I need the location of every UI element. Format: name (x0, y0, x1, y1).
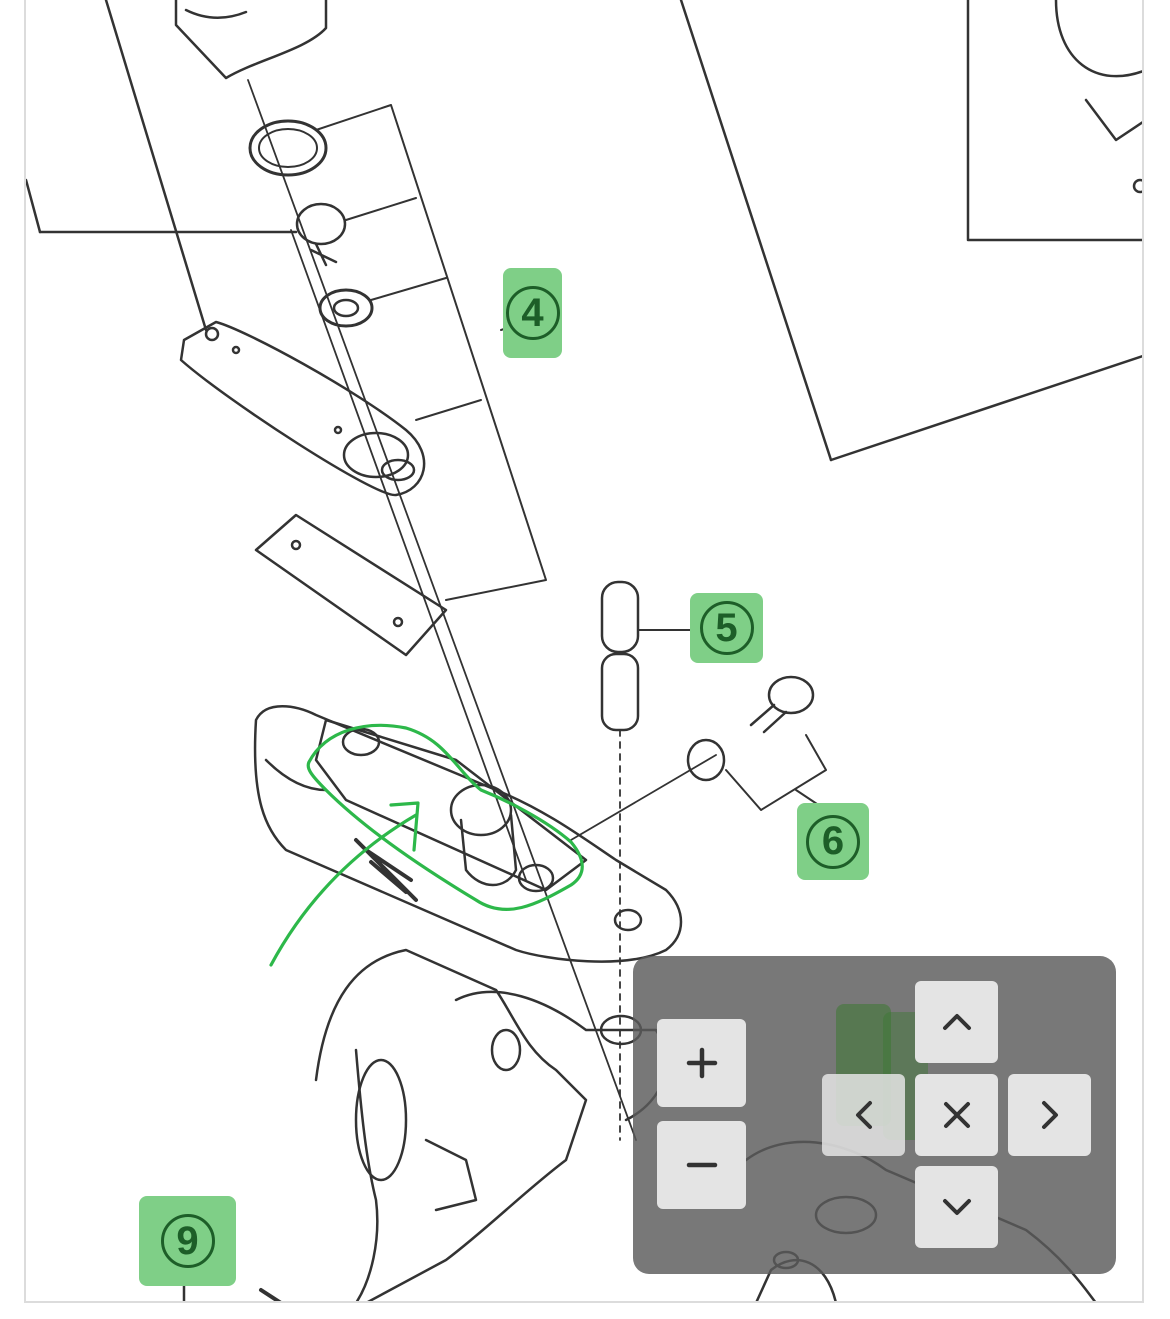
assembly-axis (290, 229, 527, 881)
body-top (314, 718, 588, 892)
pan-left-button[interactable] (822, 1074, 905, 1156)
minus-icon (686, 1162, 717, 1168)
leader-line (345, 197, 417, 221)
pan-up-button[interactable] (915, 981, 998, 1063)
screw-head (767, 675, 815, 715)
callout-number-4: 4 (505, 286, 560, 340)
body-hole (613, 908, 643, 932)
clamp-bolt (259, 1288, 282, 1301)
body-edge (264, 758, 328, 792)
clamp-inner (354, 1048, 379, 1301)
piston (459, 813, 518, 887)
image-navigation-controls (633, 956, 1116, 1274)
clamp (314, 948, 588, 1301)
plus-icon (686, 1047, 717, 1079)
screw-top (517, 863, 555, 893)
callout-5: 5 (690, 593, 763, 663)
bolt-head (295, 202, 347, 246)
outline-line (104, 0, 208, 332)
outline-line (679, 0, 833, 462)
close-icon (943, 1102, 970, 1128)
inset-hole (1132, 178, 1142, 194)
inset-part (1054, 0, 1142, 78)
callout-4: 4 (503, 268, 562, 358)
reservoir-part (184, 8, 248, 19)
callout-number-6: 6 (806, 814, 860, 869)
inset-part (1084, 98, 1142, 142)
clamp-slot (354, 1058, 408, 1182)
piston-cap (449, 783, 513, 837)
clamp-hole (490, 1028, 522, 1072)
callout-bracket-6 (725, 734, 827, 811)
callout-bracket-4 (315, 104, 547, 601)
reset-button[interactable] (915, 1074, 998, 1156)
highlight-annotation (306, 723, 584, 911)
leader-line (415, 399, 482, 421)
nut (686, 738, 726, 782)
diaphragm-hole (290, 539, 302, 551)
arrow-annotation (269, 813, 418, 967)
chevron-up-icon (942, 1014, 971, 1030)
plate-bore (342, 431, 410, 479)
cover-plate (179, 320, 426, 497)
reservoir-part (174, 0, 328, 80)
o-ring (258, 128, 318, 168)
plate-bore (380, 458, 416, 482)
callout-number-5: 5 (699, 601, 754, 655)
screw-thread (749, 703, 788, 734)
pan-right-button[interactable] (1008, 1074, 1091, 1156)
o-ring (248, 119, 328, 177)
assembly-axis (570, 754, 717, 841)
diaphragm-hole (392, 616, 404, 628)
master-cylinder-body (253, 705, 683, 963)
plate-hole (204, 326, 220, 342)
assembly-axis (247, 79, 637, 1141)
chevron-down-icon (942, 1199, 971, 1215)
leader-line (370, 277, 447, 301)
pin-top (600, 580, 640, 654)
zoom-out-button[interactable] (657, 1121, 746, 1209)
pin-bottom (600, 652, 640, 732)
zoom-in-button[interactable] (657, 1019, 746, 1107)
chevron-left-icon (855, 1101, 872, 1129)
outline-line (829, 355, 1142, 462)
clamp-detail (424, 1138, 478, 1212)
inset-box (966, 0, 1142, 242)
outline-line (26, 178, 42, 234)
callout-6: 6 (797, 803, 869, 880)
plate-hole (231, 345, 241, 355)
callout-9: 9 (139, 1196, 236, 1286)
pan-down-button[interactable] (915, 1166, 998, 1248)
chevron-right-icon (1041, 1101, 1058, 1129)
diaphragm (254, 513, 448, 657)
plate-hole (333, 425, 343, 435)
bolt-thread (309, 242, 338, 267)
arrow-head-annotation (389, 801, 420, 852)
washer (332, 298, 360, 318)
callout-number-9: 9 (160, 1214, 215, 1268)
washer (318, 288, 374, 328)
screw-top (341, 727, 381, 757)
